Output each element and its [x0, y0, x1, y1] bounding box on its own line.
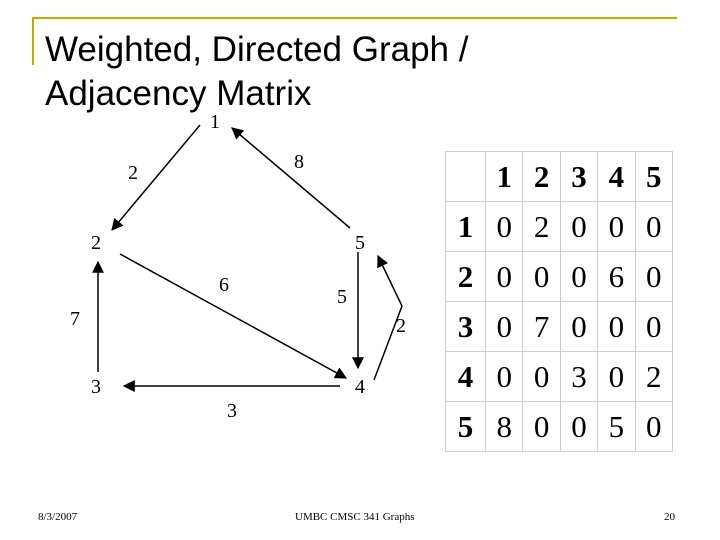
matrix-cell: 0 [559, 301, 599, 352]
edge-weight-4-to-3: 3 [227, 400, 237, 422]
matrix-row: 1 0 2 0 0 0 [445, 201, 674, 252]
edge-2-to-4 [119, 253, 348, 379]
edge-weight-1-to-2: 2 [128, 162, 138, 184]
matrix-cell: 0 [559, 201, 599, 252]
matrix-cell: 0 [634, 201, 674, 252]
matrix-cell: 2 [634, 351, 674, 402]
node-3: 3 [91, 376, 101, 398]
slide-title: Weighted, Directed Graph / Adjacency Mat… [45, 28, 468, 116]
adjacency-matrix: 1 2 3 4 5 1 0 2 0 0 0 2 0 0 0 6 0 3 0 7 … [445, 151, 674, 452]
matrix-cell: 0 [559, 251, 599, 302]
matrix-row: 5 8 0 0 5 0 [445, 401, 674, 452]
matrix-row: 2 0 0 0 6 0 [445, 251, 674, 302]
matrix-row: 3 0 7 0 0 0 [445, 301, 674, 352]
matrix-col-header: 5 [634, 151, 674, 202]
matrix-cell: 0 [484, 251, 524, 302]
matrix-cell: 5 [597, 401, 636, 452]
matrix-col-header: 3 [559, 151, 599, 202]
edge-4-to-5 [373, 254, 403, 381]
matrix-cell: 0 [634, 251, 674, 302]
edge-weight-5-to-4: 5 [337, 286, 347, 308]
footer-page-number: 20 [664, 511, 675, 523]
edge-weight-2-to-4: 6 [219, 274, 229, 296]
matrix-corner-cell [445, 151, 486, 202]
edge-weight-5-to-1: 8 [294, 151, 304, 173]
matrix-cell: 0 [484, 351, 524, 402]
matrix-header-row: 1 2 3 4 5 [445, 151, 674, 202]
edge-weight-4-to-5: 2 [396, 315, 406, 337]
matrix-cell: 7 [522, 301, 561, 352]
matrix-cell: 0 [597, 301, 636, 352]
matrix-cell: 0 [559, 401, 599, 452]
graph-diagram: 1 2 5 3 4 2 8 6 5 7 2 3 [70, 111, 406, 422]
footer-course-title: UMBC CMSC 341 Graphs [295, 511, 415, 523]
node-5: 5 [355, 232, 365, 254]
matrix-row: 4 0 0 3 0 2 [445, 351, 674, 402]
matrix-col-header: 1 [484, 151, 524, 202]
matrix-row-header: 1 [445, 201, 486, 252]
matrix-cell: 0 [522, 251, 561, 302]
matrix-cell: 6 [597, 251, 636, 302]
matrix-cell: 8 [484, 401, 524, 452]
matrix-cell: 0 [484, 301, 524, 352]
edge-1-to-2 [111, 124, 201, 231]
title-frame-top-rule [32, 17, 677, 19]
matrix-col-header: 4 [597, 151, 636, 202]
title-frame-left-rule [32, 17, 34, 65]
matrix-cell: 0 [522, 351, 561, 402]
matrix-col-header: 2 [522, 151, 561, 202]
slide-title-line-2: Adjacency Matrix [45, 74, 312, 113]
node-4: 4 [355, 376, 365, 398]
matrix-row-header: 3 [445, 301, 486, 352]
matrix-cell: 0 [484, 201, 524, 252]
matrix-cell: 0 [522, 401, 561, 452]
matrix-cell: 0 [597, 201, 636, 252]
slide-title-line-1: Weighted, Directed Graph / [45, 30, 469, 69]
matrix-row-header: 5 [445, 401, 486, 452]
matrix-row-header: 2 [445, 251, 486, 302]
footer-date: 8/3/2007 [38, 511, 78, 523]
matrix-cell: 3 [559, 351, 599, 402]
matrix-cell: 0 [634, 401, 674, 452]
node-1: 1 [210, 111, 220, 133]
node-2: 2 [91, 232, 101, 254]
matrix-cell: 0 [597, 351, 636, 402]
matrix-row-header: 4 [445, 351, 486, 402]
matrix-cell: 0 [634, 301, 674, 352]
matrix-cell: 2 [522, 201, 561, 252]
edge-weight-3-to-2: 7 [70, 308, 80, 330]
edge-5-to-1 [231, 127, 351, 229]
